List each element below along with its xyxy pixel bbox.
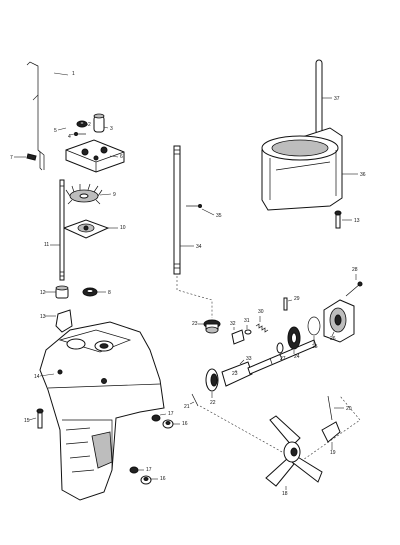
bushing-12 — [55, 285, 69, 299]
callout-23: 23 — [192, 321, 198, 327]
callout-19: 19 — [330, 450, 336, 456]
callout-15: 15 — [24, 418, 30, 424]
pin-35 — [186, 204, 202, 208]
callout-4: 4 — [68, 134, 71, 140]
callout-9: 9 — [113, 192, 116, 198]
callout-27: 27 — [280, 356, 286, 362]
pinion-gear — [203, 319, 221, 334]
leader-line — [189, 401, 195, 405]
pump-plate — [62, 219, 110, 239]
o-ring-25 — [307, 316, 321, 336]
impeller — [65, 183, 103, 205]
bearing-carrier-26 — [323, 299, 355, 343]
forward-gear-22 — [205, 368, 219, 392]
plug-16-lower — [140, 475, 152, 485]
part-32 — [231, 329, 245, 345]
callout-14: 14 — [34, 374, 40, 380]
pump-tube-3 — [93, 113, 105, 133]
callout-21: 21 — [184, 404, 190, 410]
gearcase-housing — [39, 321, 165, 501]
reverse-gear-24 — [287, 326, 301, 350]
callout-7: 7 — [10, 155, 13, 161]
leader-line — [331, 331, 335, 337]
leader-line — [287, 299, 293, 302]
propeller-shaft — [247, 339, 317, 375]
screw-15 — [36, 408, 44, 429]
callout-30: 30 — [258, 309, 264, 315]
screw-28 — [345, 281, 363, 297]
cotter-pin-20 — [327, 395, 333, 421]
leader-line — [69, 133, 75, 136]
leader-line — [109, 155, 119, 158]
assembly-line-2 — [199, 395, 361, 463]
callout-17: 17 — [168, 411, 174, 417]
drive-shaft — [59, 179, 65, 281]
thrust-washer-19 — [321, 421, 341, 443]
callout-13: 13 — [354, 218, 360, 224]
callout-29: 29 — [294, 296, 300, 302]
water-pump-housing — [65, 139, 125, 173]
grommet-2 — [76, 120, 88, 128]
shift-rod — [26, 61, 45, 171]
callout-18: 18 — [282, 491, 288, 497]
callout-26: 26 — [330, 336, 336, 342]
callout-1: 1 — [72, 71, 75, 77]
plug-17-upper — [151, 414, 161, 422]
callout-17: 17 — [146, 467, 152, 473]
callout-12: 12 — [40, 290, 46, 296]
callout-13: 13 — [40, 314, 46, 320]
leader-line — [159, 413, 167, 416]
shift-shaft-34 — [173, 145, 181, 275]
leader-line — [103, 126, 109, 129]
callout-23: 23 — [232, 371, 238, 377]
callout-16: 16 — [182, 421, 188, 427]
spring-30 — [255, 323, 269, 333]
seal-8 — [82, 287, 98, 297]
part-31 — [244, 329, 252, 335]
screw-7 — [26, 153, 37, 161]
leader-line — [39, 373, 55, 377]
callout-34: 34 — [196, 244, 202, 250]
leader-line — [99, 193, 112, 196]
callout-5: 5 — [54, 128, 57, 134]
callout-36: 36 — [360, 172, 366, 178]
callout-3: 3 — [110, 126, 113, 132]
callout-33: 33 — [246, 356, 252, 362]
plug-17-lower — [129, 466, 139, 474]
pin-21 — [191, 393, 199, 407]
callout-20: 20 — [346, 406, 352, 412]
leader-line — [57, 127, 67, 131]
callout-8: 8 — [108, 290, 111, 296]
screw-4 — [74, 132, 86, 136]
assembly-line-1 — [176, 276, 213, 318]
leader-line — [53, 72, 69, 76]
callout-11: 11 — [44, 242, 49, 248]
callout-24: 24 — [294, 354, 300, 360]
callout-6: 6 — [120, 154, 123, 160]
leader-line — [239, 359, 245, 365]
callout-31: 31 — [244, 318, 250, 324]
callout-2: 2 — [88, 122, 91, 128]
clutch-23 — [221, 361, 253, 387]
washer-27 — [276, 342, 284, 354]
callout-16: 16 — [160, 476, 166, 482]
screw-13-right — [334, 210, 342, 229]
callout-25: 25 — [312, 344, 318, 350]
callout-32: 32 — [230, 321, 236, 327]
plug-16-upper — [162, 419, 174, 429]
callout-10: 10 — [120, 225, 126, 231]
bracket-13 — [55, 309, 73, 333]
callout-28: 28 — [352, 267, 358, 273]
pin-29 — [283, 297, 288, 311]
callout-35: 35 — [216, 213, 222, 219]
leader-line — [28, 417, 37, 421]
leader-line — [201, 208, 215, 216]
propeller — [265, 415, 323, 487]
callout-37: 37 — [334, 96, 340, 102]
leader-line — [85, 123, 89, 126]
callout-22: 22 — [210, 400, 216, 406]
exhaust-housing-36 — [261, 127, 343, 211]
water-tube-37 — [315, 59, 323, 135]
